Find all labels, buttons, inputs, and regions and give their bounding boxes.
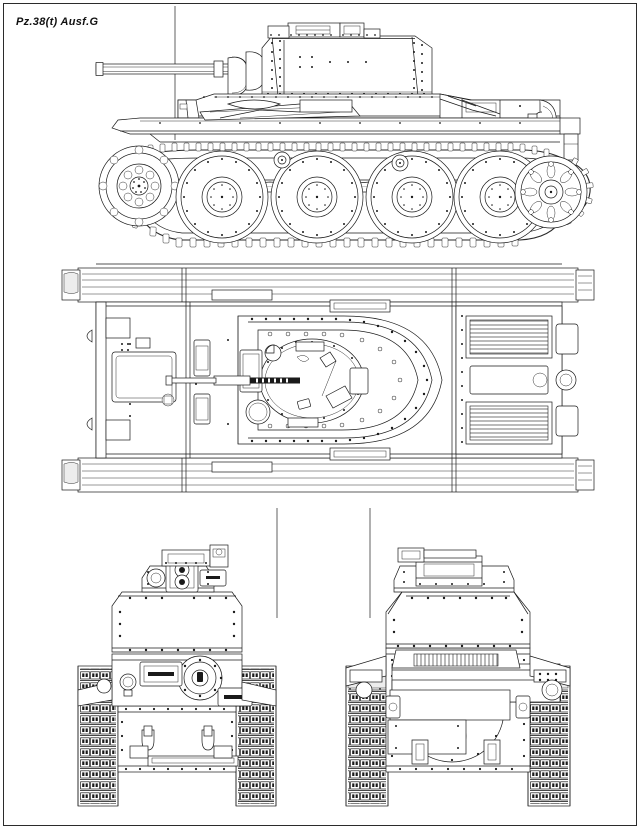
side-commander-cupola [267,22,381,39]
plan-stowage-tools [211,289,391,473]
road-wheel-2 [270,150,364,244]
plan-right-fender [61,457,595,493]
front-view-group [77,544,277,807]
rear-view-group [345,547,571,807]
side-gun-mantlet [227,51,267,96]
rear-hull-plate [385,647,561,773]
plan-turret [237,315,443,445]
front-superstructure [111,591,243,653]
plan-view-group [61,263,595,493]
front-upper-hull [77,653,277,707]
side-engine-stowage [199,99,361,121]
rear-superstructure [385,591,531,649]
rear-fender-wings [345,655,571,701]
side-gun-barrel [95,60,231,78]
plan-left-fender [61,267,595,303]
side-hull-lower [111,117,581,161]
drawing-title: Pz.38(t) Ausf.G [16,16,99,28]
plan-gun-barrel [165,375,300,386]
plan-rear-hull [555,323,579,437]
side-turret-rivets [271,40,423,91]
side-return-rollers [273,151,409,172]
front-headlight [119,673,137,697]
front-fender-strip [129,745,239,767]
side-road-wheels [175,150,547,244]
rear-turret [393,547,515,593]
plan-front-hull [86,301,131,459]
road-wheel-1 [175,150,269,244]
road-wheel-3 [365,150,459,244]
side-turret [261,35,433,97]
side-drive-sprocket [98,145,180,227]
side-fender [149,133,560,143]
side-view-group [95,22,594,248]
plan-engine-deck [455,305,563,455]
front-turret [141,544,229,593]
side-engine-deck [439,93,541,119]
side-idler-wheel [514,155,588,229]
rear-engine-grille [391,649,521,669]
